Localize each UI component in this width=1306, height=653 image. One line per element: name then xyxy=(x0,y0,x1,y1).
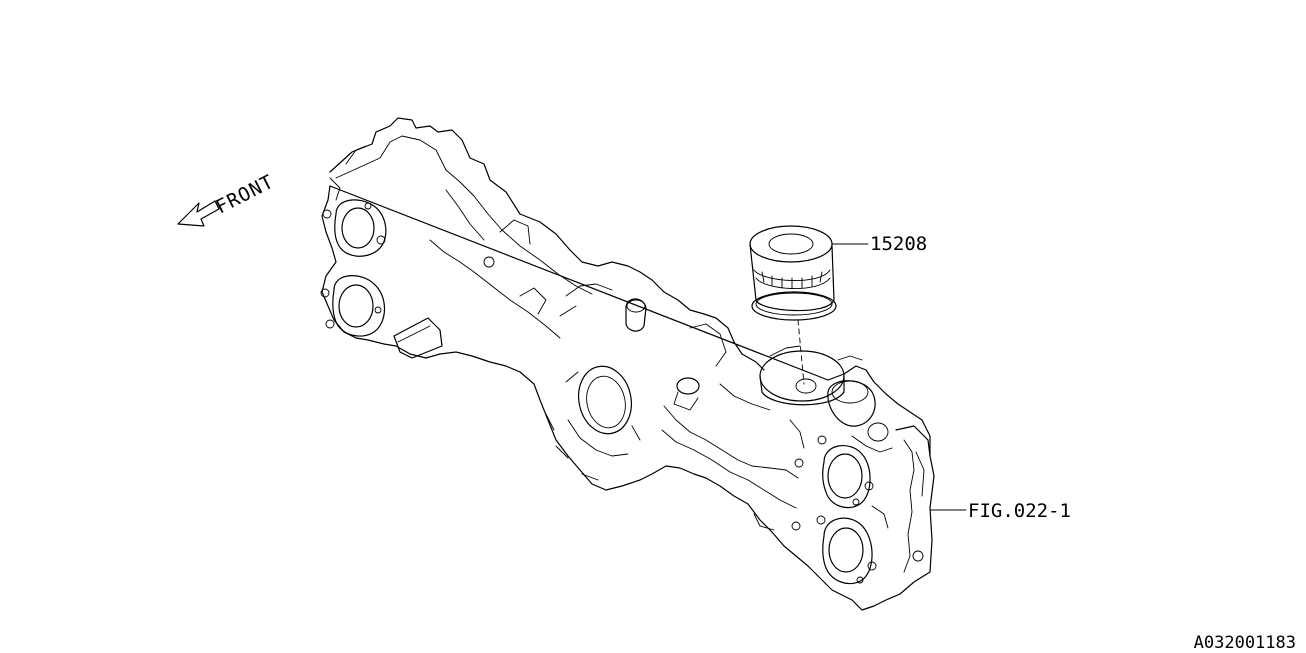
callout-fig-022-1-label: FIG.022-1 xyxy=(968,500,1071,522)
callout-fig-022-1: FIG.022-1 xyxy=(929,500,1071,522)
oil-filter-part xyxy=(749,225,837,385)
callout-15208: 15208 xyxy=(831,233,927,255)
callout-15208-label: 15208 xyxy=(870,233,927,255)
illustration-code: A032001183 xyxy=(1194,633,1296,653)
front-direction-indicator: FRONT xyxy=(177,171,278,227)
engine-front-cover xyxy=(320,117,935,611)
front-label: FRONT xyxy=(212,171,277,219)
front-arrow-icon xyxy=(177,200,220,227)
